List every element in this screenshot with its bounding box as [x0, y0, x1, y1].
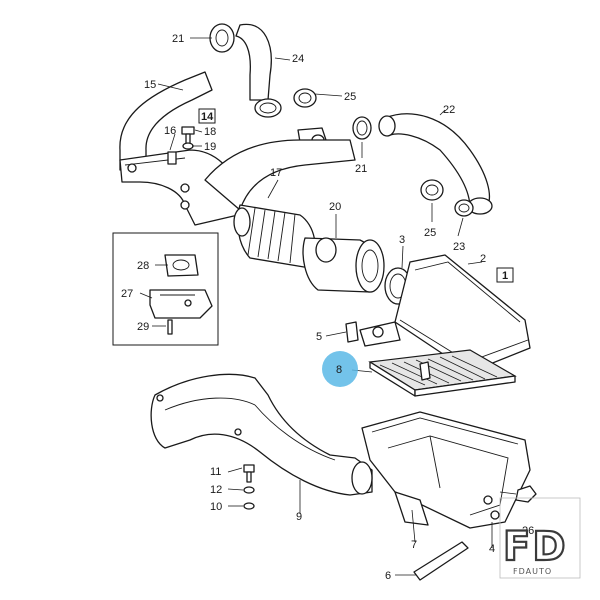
callout-18: 18 [204, 126, 216, 138]
callout-1: 1 [502, 270, 508, 282]
filter-element-8 [368, 349, 517, 397]
callout-14-box [198, 108, 216, 124]
tube-6 [413, 541, 469, 581]
callout-3: 3 [399, 234, 405, 246]
callout-6: 6 [385, 570, 391, 582]
callout-2: 2 [480, 253, 486, 265]
maf-housing-20 [302, 237, 385, 293]
callout-15: 15 [144, 79, 156, 91]
hose-24 [235, 23, 282, 118]
callout-21-top: 21 [172, 33, 184, 45]
callout-23: 23 [453, 241, 465, 253]
callout-21-middle: 21 [355, 163, 367, 175]
callout-5: 5 [316, 331, 322, 343]
intake-duct [204, 139, 356, 211]
air-box-7 [361, 411, 531, 529]
filter-lid-2 [359, 254, 531, 373]
clamp-25-right [420, 179, 444, 201]
clip-5 [345, 321, 431, 381]
clamp-23 [454, 199, 474, 217]
leader-lines [139, 37, 517, 576]
clamp-21-top [209, 23, 235, 53]
callout-17: 17 [270, 167, 282, 179]
callout-10: 10 [210, 501, 222, 513]
watermark-text: FDAUTO [513, 567, 552, 576]
callout-11: 11 [210, 466, 221, 478]
highlight-marker [322, 351, 358, 387]
callout-9: 9 [296, 511, 302, 523]
clamp-21-middle [352, 116, 372, 140]
callout-12: 12 [210, 484, 222, 496]
hose-15 [119, 71, 241, 226]
callout-1-box [496, 267, 514, 283]
callout-24: 24 [292, 53, 304, 65]
hose-22 [378, 113, 493, 215]
callout-26: 26 [522, 525, 534, 537]
callout-28: 28 [137, 260, 149, 272]
callout-25-right: 25 [424, 227, 436, 239]
callout-27: 27 [121, 288, 133, 300]
callout-22: 22 [443, 104, 455, 116]
bolt-group-10-11-12 [243, 464, 255, 510]
callout-7: 7 [411, 539, 417, 551]
callout-14: 14 [201, 111, 214, 123]
callout-29: 29 [137, 321, 149, 333]
callout-25-top: 25 [344, 91, 356, 103]
callout-16: 16 [164, 125, 176, 137]
callout-20: 20 [329, 201, 341, 213]
watermark-logo: FD FDAUTO [499, 497, 581, 579]
callout-4: 4 [489, 543, 495, 555]
clamp-25-top [293, 88, 317, 108]
watermark-letters: FD [503, 524, 568, 570]
callout-8: 8 [336, 364, 342, 376]
callout-19: 19 [204, 141, 216, 153]
intake-scoop-9 [150, 373, 373, 496]
